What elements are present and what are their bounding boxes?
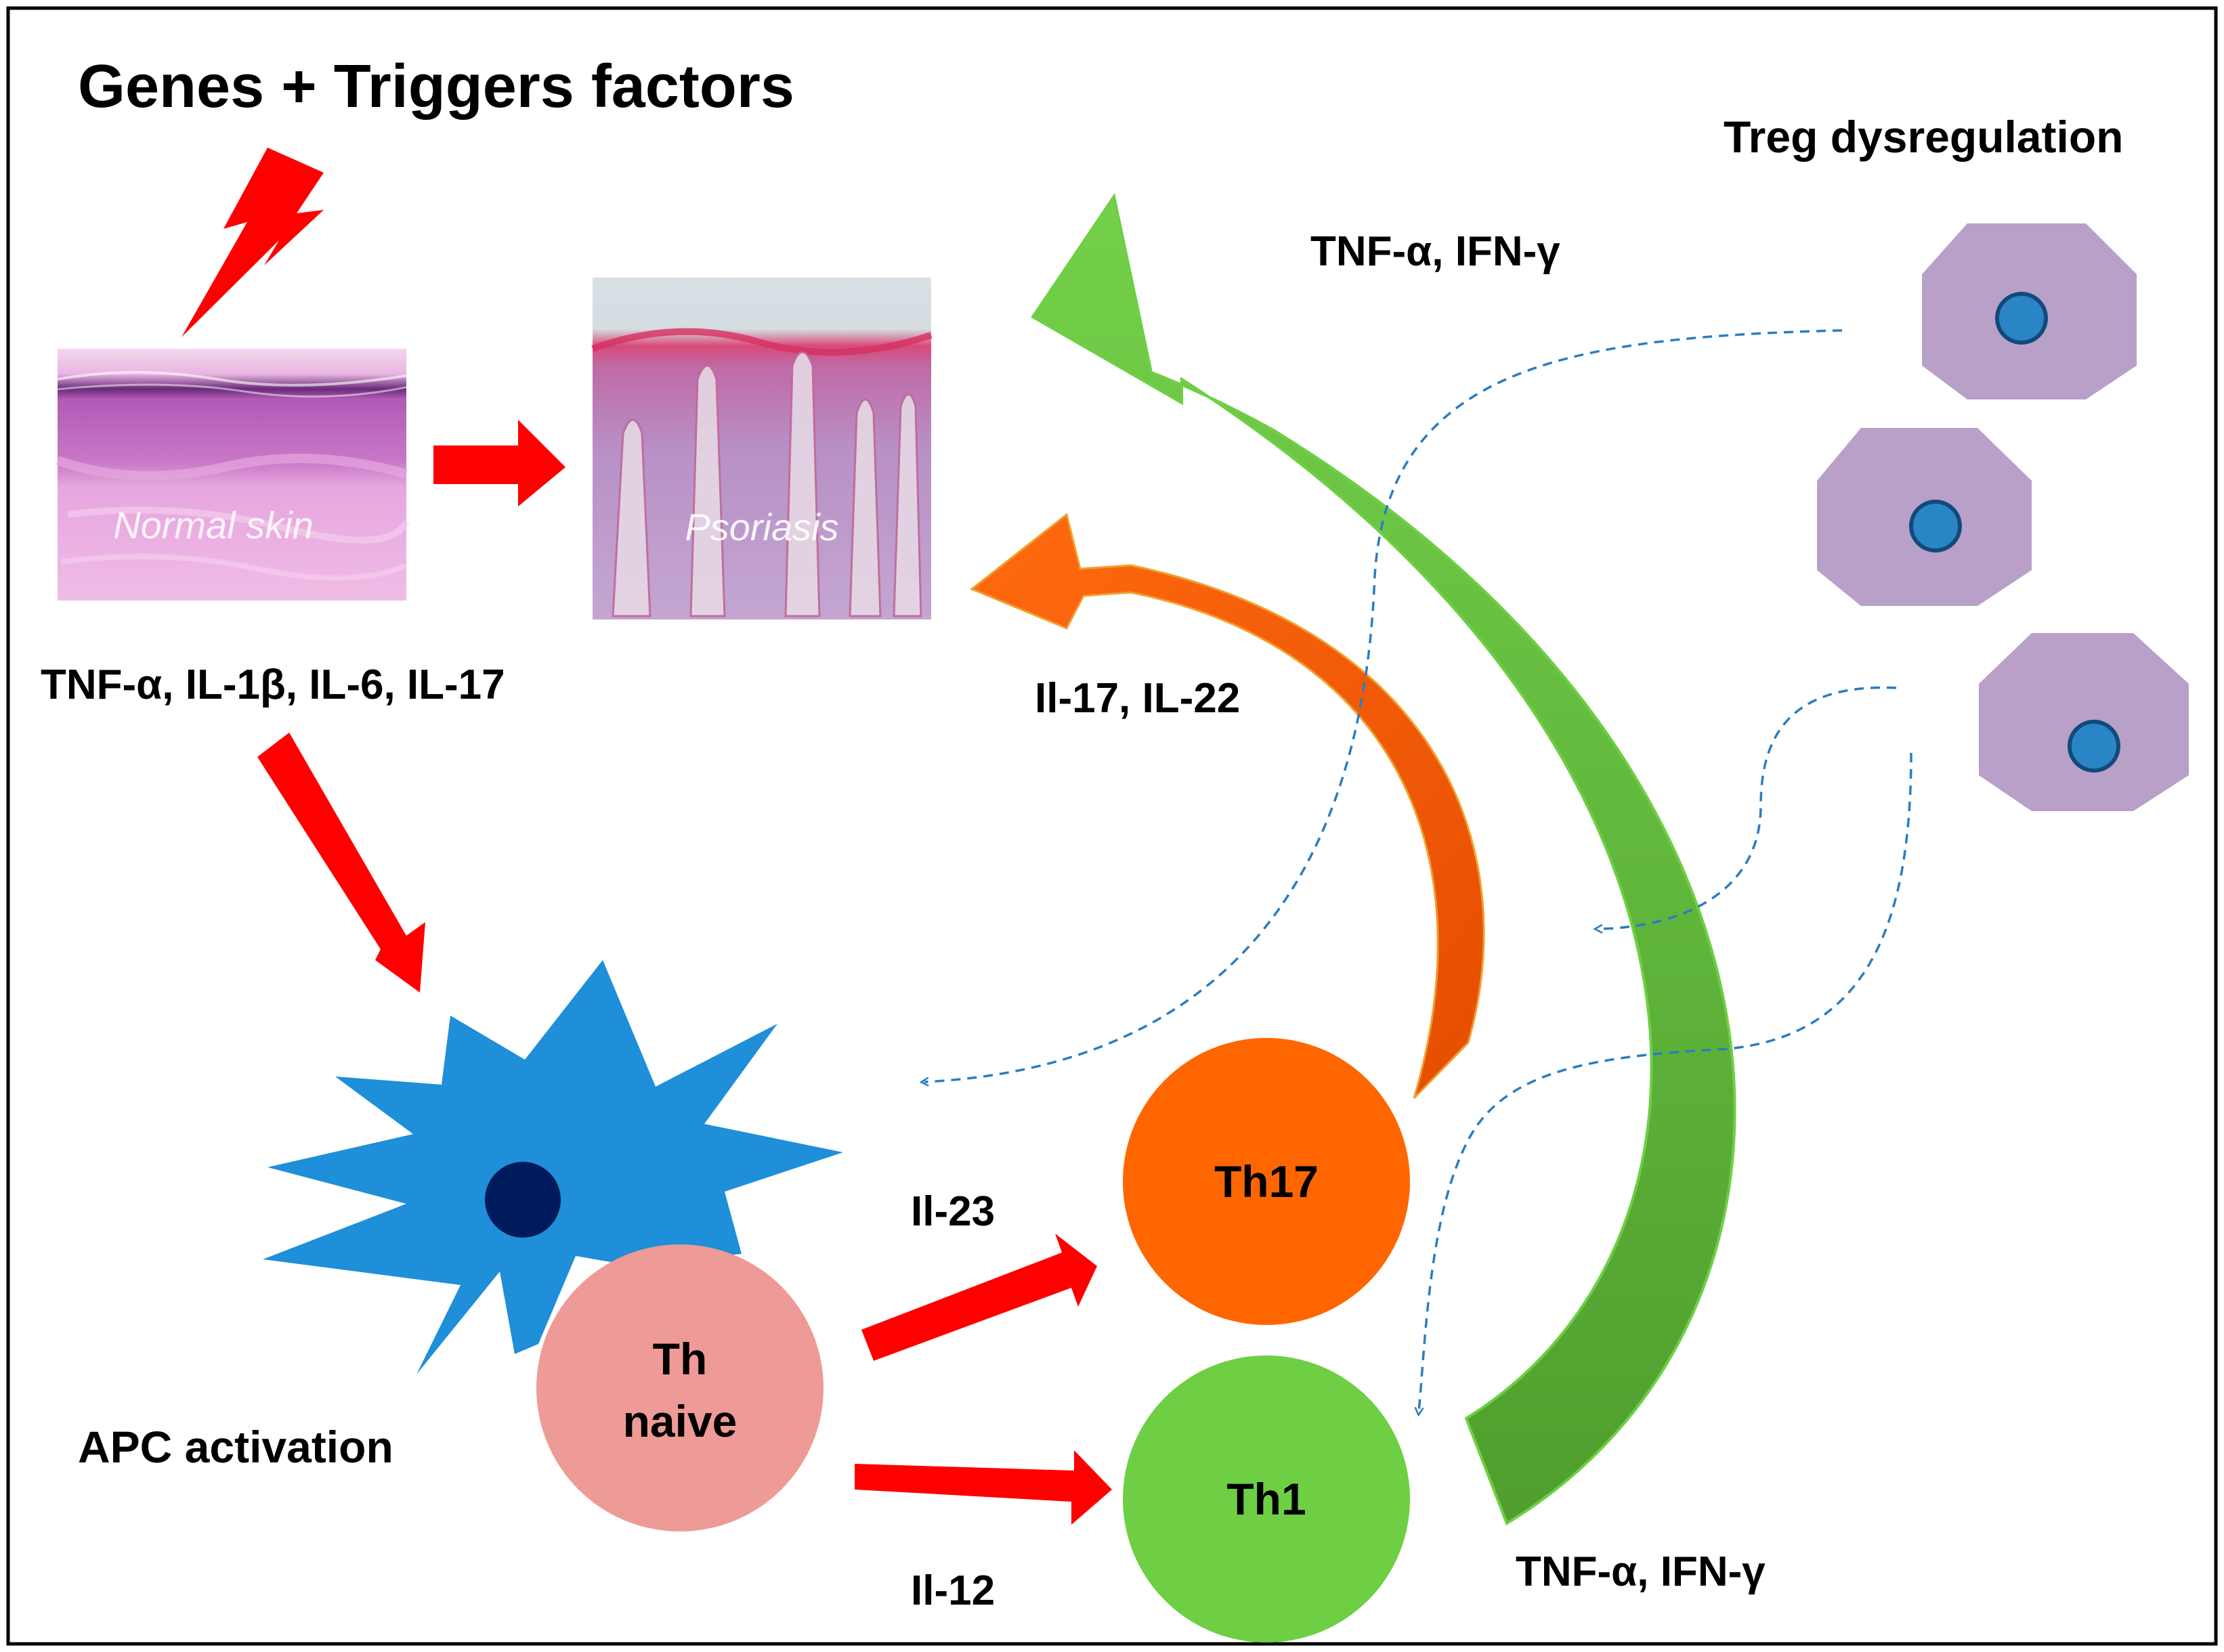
th-naive-label-line1: Th <box>653 1334 708 1384</box>
treg-cell <box>1979 633 2189 811</box>
il12-label: Il-12 <box>911 1567 995 1614</box>
psoriasis-skin-image: Psoriasis <box>591 278 933 620</box>
th-naive-label-line2: naive <box>623 1396 737 1446</box>
progression-arrow <box>433 420 565 506</box>
treg-nucleus <box>1995 292 2048 345</box>
normal-skin-label: Normal skin <box>113 504 314 546</box>
th-naive-cell: Th naive <box>536 1244 824 1531</box>
treg-inhibition-line-apc <box>924 329 1843 1082</box>
th17-feedback-arrow <box>970 513 1485 1100</box>
th1-differentiation-arrow <box>855 1450 1112 1525</box>
apc-nucleus <box>485 1162 561 1238</box>
normal-skin-image: Normal skin <box>56 349 410 601</box>
th1-feedback-arrow <box>1031 192 1736 1525</box>
lightning-bolt-icon <box>181 148 324 337</box>
apc-cell <box>263 960 843 1374</box>
apc-activation-arrow <box>257 733 425 993</box>
th17-differentiation-arrow <box>861 1234 1097 1361</box>
treg-inhibition-line-th17 <box>1598 686 1897 929</box>
diagram-title: Genes + Triggers factors <box>78 53 794 121</box>
il23-label: Il-23 <box>911 1188 995 1235</box>
initial-cytokines-label: TNF-α, IL-1β, IL-6, IL-17 <box>41 661 505 708</box>
treg-cell-group <box>1817 223 2189 811</box>
treg-nucleus <box>2068 720 2120 773</box>
th17-cell: Th17 <box>1123 1038 1410 1325</box>
treg-cell <box>1817 428 2032 606</box>
th1-top-cytokines-label: TNF-α, IFN-γ <box>1310 228 1560 275</box>
treg-dysregulation-label: Treg dysregulation <box>1724 112 2123 162</box>
treg-cell <box>1922 223 2137 399</box>
psoriasis-label: Psoriasis <box>685 506 838 548</box>
th17-label: Th17 <box>1214 1156 1319 1207</box>
th1-label: Th1 <box>1226 1474 1306 1524</box>
th17-cytokines-label: Il-17, IL-22 <box>1035 675 1240 722</box>
th1-cell: Th1 <box>1123 1355 1410 1643</box>
apc-activation-label: APC activation <box>78 1422 393 1472</box>
th1-bottom-cytokines-label: TNF-α, IFN-γ <box>1516 1548 1766 1595</box>
treg-nucleus <box>1909 500 1962 552</box>
